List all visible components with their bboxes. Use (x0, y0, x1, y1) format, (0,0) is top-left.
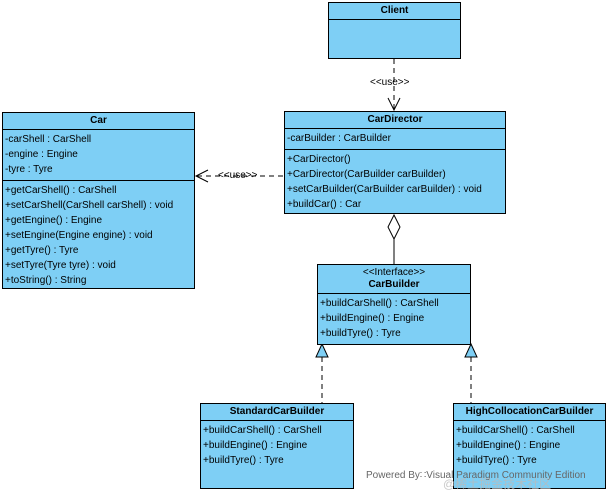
interface-stereotype: <<Interface>> (362, 267, 426, 278)
operation-row: +getEngine() : Engine (5, 215, 103, 226)
operation-row: +buildTyre() : Tyre (320, 328, 401, 339)
operation-row: +setEngine(Engine engine) : void (5, 230, 153, 241)
class-high-collocation-car-builder-header: HighCollocationCarBuilder (454, 404, 605, 421)
car-operations: +getCarShell() : CarShell +setCarShell(C… (3, 181, 194, 291)
class-car-director-header: CarDirector (285, 112, 505, 129)
operation-row: +setTyre(Tyre tyre) : void (5, 260, 116, 271)
aggregation-diamond (387, 213, 401, 241)
director-car-use-label: <<use>> (218, 170, 258, 181)
class-standard-car-builder[interactable]: StandardCarBuilder +buildCarShell() : Ca… (200, 403, 354, 489)
class-car-header: Car (3, 113, 194, 130)
standard-car-builder-operations: +buildCarShell() : CarShell +buildEngine… (201, 421, 353, 471)
class-high-collocation-car-builder-name: HighCollocationCarBuilder (465, 406, 594, 417)
operation-row: +setCarBuilder(CarBuilder carBuilder) : … (287, 184, 482, 195)
operation-row: +buildCarShell() : CarShell (456, 425, 575, 436)
watermark-text: @稀土掘金技术社区 (443, 477, 552, 491)
class-standard-car-builder-name: StandardCarBuilder (229, 406, 325, 417)
client-director-use-label: <<use>> (370, 77, 410, 88)
operation-row: +CarDirector() (287, 154, 351, 165)
high-collocation-car-builder-operations: +buildCarShell() : CarShell +buildEngine… (454, 421, 605, 471)
class-client-name: Client (380, 5, 409, 16)
car-attributes: -carShell : CarShell -engine : Engine -t… (3, 130, 194, 181)
class-car-director-name: CarDirector (367, 114, 423, 125)
operation-row: +buildEngine() : Engine (203, 440, 308, 451)
attribute-row: -carBuilder : CarBuilder (287, 133, 391, 144)
operation-row: +toString() : String (5, 275, 87, 286)
attribute-row: -carShell : CarShell (5, 134, 92, 145)
client-director-arrowhead (387, 97, 401, 112)
operation-row: +buildEngine() : Engine (320, 313, 425, 324)
operation-row: +setCarShell(CarShell carShell) : void (5, 200, 174, 211)
director-car-arrowhead (194, 169, 209, 183)
operation-row: +buildCarShell() : CarShell (203, 425, 322, 436)
operation-row: +buildEngine() : Engine (456, 440, 561, 451)
class-car-name: Car (90, 115, 107, 126)
attribute-row: -engine : Engine (5, 149, 78, 160)
operation-row: +getTyre() : Tyre (5, 245, 79, 256)
class-standard-car-builder-header: StandardCarBuilder (201, 404, 353, 421)
car-director-operations: +CarDirector() +CarDirector(CarBuilder c… (285, 150, 505, 215)
car-builder-operations: +buildCarShell() : CarShell +buildEngine… (318, 294, 470, 344)
operation-row: +buildTyre() : Tyre (203, 455, 284, 466)
operation-row: +buildCarShell() : CarShell (320, 298, 439, 309)
class-car-builder-header: <<Interface>> CarBuilder (318, 265, 470, 294)
operation-row: +buildTyre() : Tyre (456, 455, 537, 466)
powered-by-text: Powered By∷Visual Paradigm Community Edi… (366, 470, 586, 481)
class-client[interactable]: Client (328, 2, 461, 59)
attribute-row: -tyre : Tyre (5, 164, 53, 175)
standard-realization-triangle (315, 342, 329, 358)
operation-row: +getCarShell() : CarShell (5, 185, 117, 196)
operation-row: +CarDirector(CarBuilder carBuilder) (287, 169, 446, 180)
class-car[interactable]: Car -carShell : CarShell -engine : Engin… (2, 112, 195, 289)
car-director-attributes: -carBuilder : CarBuilder (285, 129, 505, 150)
class-car-director[interactable]: CarDirector -carBuilder : CarBuilder +Ca… (284, 111, 506, 214)
high-realization-triangle (464, 342, 478, 358)
class-client-header: Client (329, 3, 460, 20)
operation-row: +buildCar() : Car (287, 199, 362, 210)
class-car-builder-name: CarBuilder (368, 279, 420, 290)
class-high-collocation-car-builder[interactable]: HighCollocationCarBuilder +buildCarShell… (453, 403, 606, 489)
class-car-builder[interactable]: <<Interface>> CarBuilder +buildCarShell(… (317, 264, 471, 345)
